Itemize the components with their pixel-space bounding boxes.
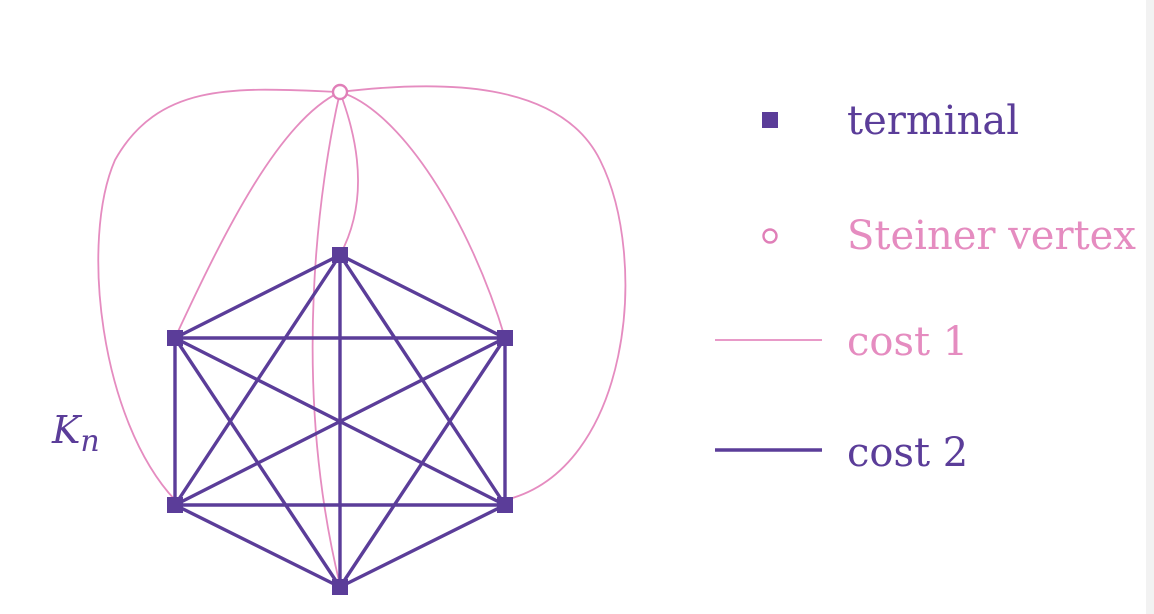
edge-upper-right-bottom <box>338 336 507 589</box>
graph-label: Kn <box>51 408 100 459</box>
right-edge-strip <box>1146 0 1154 614</box>
graph-label-main: K <box>51 408 83 452</box>
graph-label-sub: n <box>80 424 99 459</box>
terminal-upper-left <box>167 330 183 346</box>
legend-terminal-label: terminal <box>847 98 1019 144</box>
cost1-edges <box>97 85 627 586</box>
legend: terminal Steiner vertex cost 1 cost 2 <box>715 98 1136 476</box>
legend-steiner-icon <box>762 228 778 244</box>
steiner-vertex <box>331 83 349 101</box>
terminal-lower-left <box>167 497 183 513</box>
terminal-upper-right <box>497 330 513 346</box>
edge-top-upper-left <box>173 253 342 340</box>
edge-steiner-upper-right <box>339 91 506 339</box>
legend-cost1-label: cost 1 <box>847 319 968 365</box>
legend-terminal-icon <box>762 112 778 128</box>
edge-lower-right-bottom <box>338 503 507 589</box>
legend-steiner-label: Steiner vertex <box>847 213 1136 259</box>
terminal-lower-right <box>497 497 513 513</box>
terminals <box>167 247 513 595</box>
legend-cost2-label: cost 2 <box>847 430 968 476</box>
edge-steiner-upper-left <box>174 91 341 339</box>
edge-top-upper-right <box>338 253 507 340</box>
terminal-top <box>332 247 348 263</box>
edge-steiner-lower-right <box>339 85 627 501</box>
edge-steiner-top <box>339 91 359 256</box>
terminal-bottom <box>332 579 348 595</box>
edge-lower-left-bottom <box>173 503 342 589</box>
edge-steiner-lower-left <box>97 88 341 501</box>
cost2-edges <box>173 253 507 589</box>
edge-upper-right-lower-left <box>173 336 507 507</box>
